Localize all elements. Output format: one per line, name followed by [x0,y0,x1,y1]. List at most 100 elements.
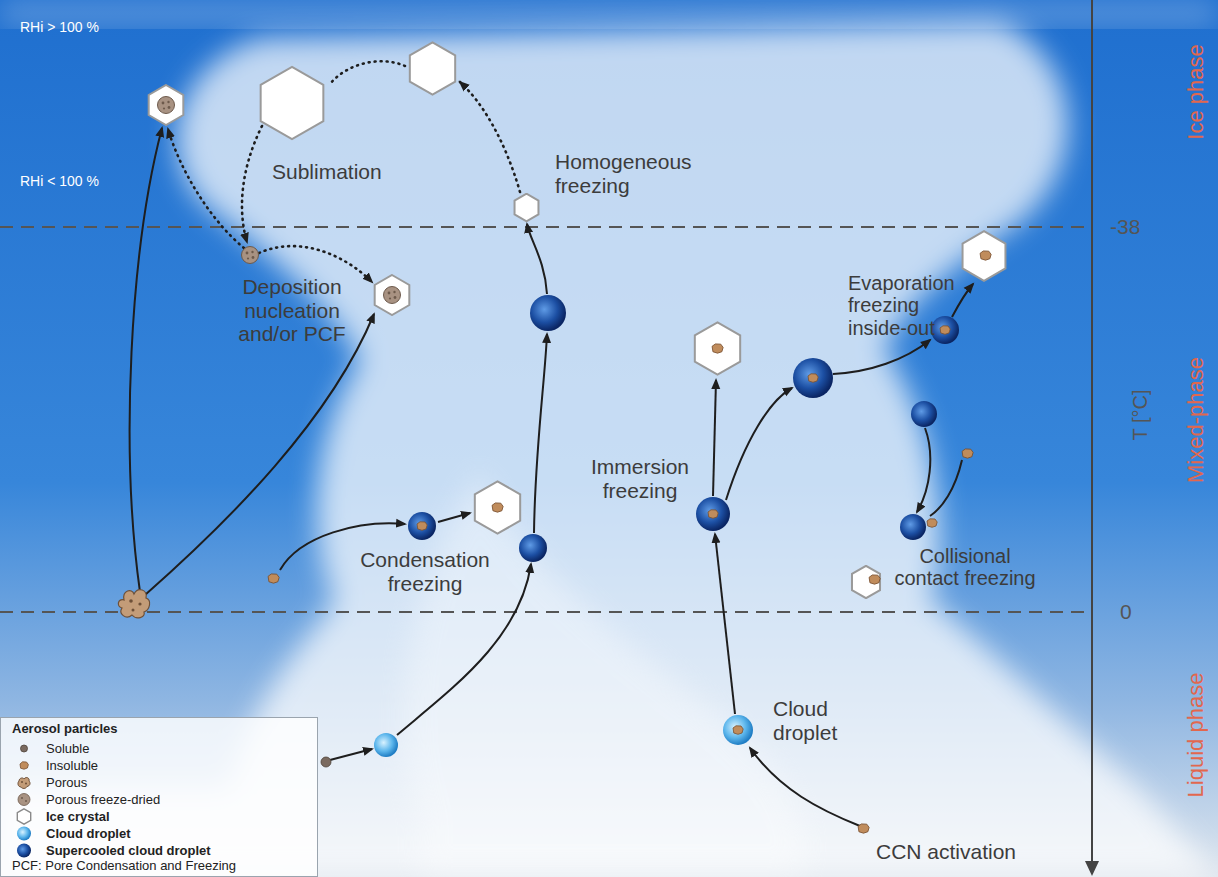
dotted-arrow [330,61,405,84]
pore [138,602,141,605]
supercooled-droplet [530,295,566,331]
process-label: Immersion freezing [585,455,695,502]
process-arrow [130,128,162,592]
ice-crystal [515,194,539,222]
supercooled-droplet [911,401,937,427]
process-arrow [438,513,470,522]
isotherm-line [0,611,1090,613]
temperature-axis [1091,0,1093,864]
ice-crystal [963,231,1006,281]
freeze-dried-particle [384,287,401,304]
ice-crystal [149,85,184,125]
porous-particle [118,590,149,618]
legend-symbol [10,808,38,825]
legend-symbol [10,825,38,842]
supercooled-droplet [900,514,926,540]
legend-row: Supercooled cloud droplet [10,842,211,859]
process-label: Evaporation freezing inside-out [848,272,963,339]
process-arrow [713,380,716,496]
legend-text: Soluble [46,741,89,756]
legend-text: Insoluble [46,758,98,773]
freeze-dried-particle [158,97,175,114]
cloud-droplet [723,715,753,745]
insoluble-particle [492,503,503,512]
legend-row: Cloud droplet [10,825,131,842]
insoluble-particle [808,374,818,383]
process-label: Collisional contact freezing [889,545,1041,590]
supercooled-droplet [408,512,436,540]
dotted-arrow [460,82,520,192]
ice-crystal [852,566,880,598]
process-label: Deposition nucleation and/or PCF [232,275,352,346]
insoluble-particle [733,726,743,735]
legend-symbol [10,774,38,791]
dotted-arrow [168,129,244,248]
legend-text: Cloud droplet [46,826,131,841]
process-arrow [917,428,930,512]
pore [129,599,133,603]
legend-row: Porous [10,774,87,791]
cloud-core [404,470,805,877]
insoluble-particle [708,510,718,519]
insoluble-particle [268,574,279,583]
phase-label: Mixed-phase [1184,357,1209,483]
insoluble-particle [869,575,880,584]
process-arrow [930,460,962,516]
process-arrow [145,314,374,595]
process-label: Sublimation [272,160,382,184]
supercooled-droplet [696,497,730,531]
legend-row: Insoluble [10,757,98,774]
process-arrow [330,749,372,760]
supercooled-droplet [793,358,833,398]
process-arrow [726,388,792,500]
process-arrow [534,334,547,533]
process-label: CCN activation [876,840,1016,864]
ice-crystal [695,322,740,374]
legend-row: Ice crystal [10,808,110,825]
legend-title: Aerosol particles [12,722,118,737]
legend-symbol [10,791,38,808]
insoluble-particle [940,326,950,335]
process-arrow [715,534,735,714]
insoluble-particle [927,519,937,528]
humidity-note: RHi < 100 % [20,174,99,190]
temperature-tick: -38 [1110,215,1140,239]
temperature-tick: 0 [1120,600,1132,624]
process-arrow [833,340,930,374]
legend-symbol [10,842,38,859]
freeze-dried-particle [242,247,259,264]
process-label: Homogeneous freezing [555,150,705,197]
ice-crystal [375,275,410,315]
process-label: Cloud droplet [773,697,853,744]
cloud-droplet [374,733,398,757]
insoluble-particle [980,251,991,260]
insoluble-particle [712,344,723,353]
legend-text: Porous freeze-dried [46,792,160,807]
legend-row: Soluble [10,740,89,757]
legend-row: Porous freeze-dried [10,791,160,808]
supercooled-droplet [931,316,959,344]
pore [132,609,135,612]
axis-arrowhead [1085,861,1099,876]
ice-cycle-arrows [168,61,520,282]
ice-crystal [261,67,324,139]
dotted-arrow [242,126,262,242]
legend-text: Ice crystal [46,809,110,824]
insoluble-particle [858,824,869,833]
legend-symbol [10,757,38,774]
isotherm-line [0,226,1090,228]
ice-crystal [410,42,455,94]
soluble-particle [321,757,331,767]
ice-crystal [475,481,520,533]
humidity-note: RHi > 100 % [20,20,99,36]
axis-title: T [°C] [1129,390,1151,441]
cloud-body [0,22,1218,877]
supercooled-droplet [519,534,547,562]
process-label: Condensation freezing [355,548,495,595]
phase-label: Ice phase [1184,44,1209,139]
phase-label: Liquid phase [1184,673,1209,798]
legend-text: Porous [46,775,87,790]
insoluble-particle [962,449,973,458]
process-arrow [952,284,973,317]
